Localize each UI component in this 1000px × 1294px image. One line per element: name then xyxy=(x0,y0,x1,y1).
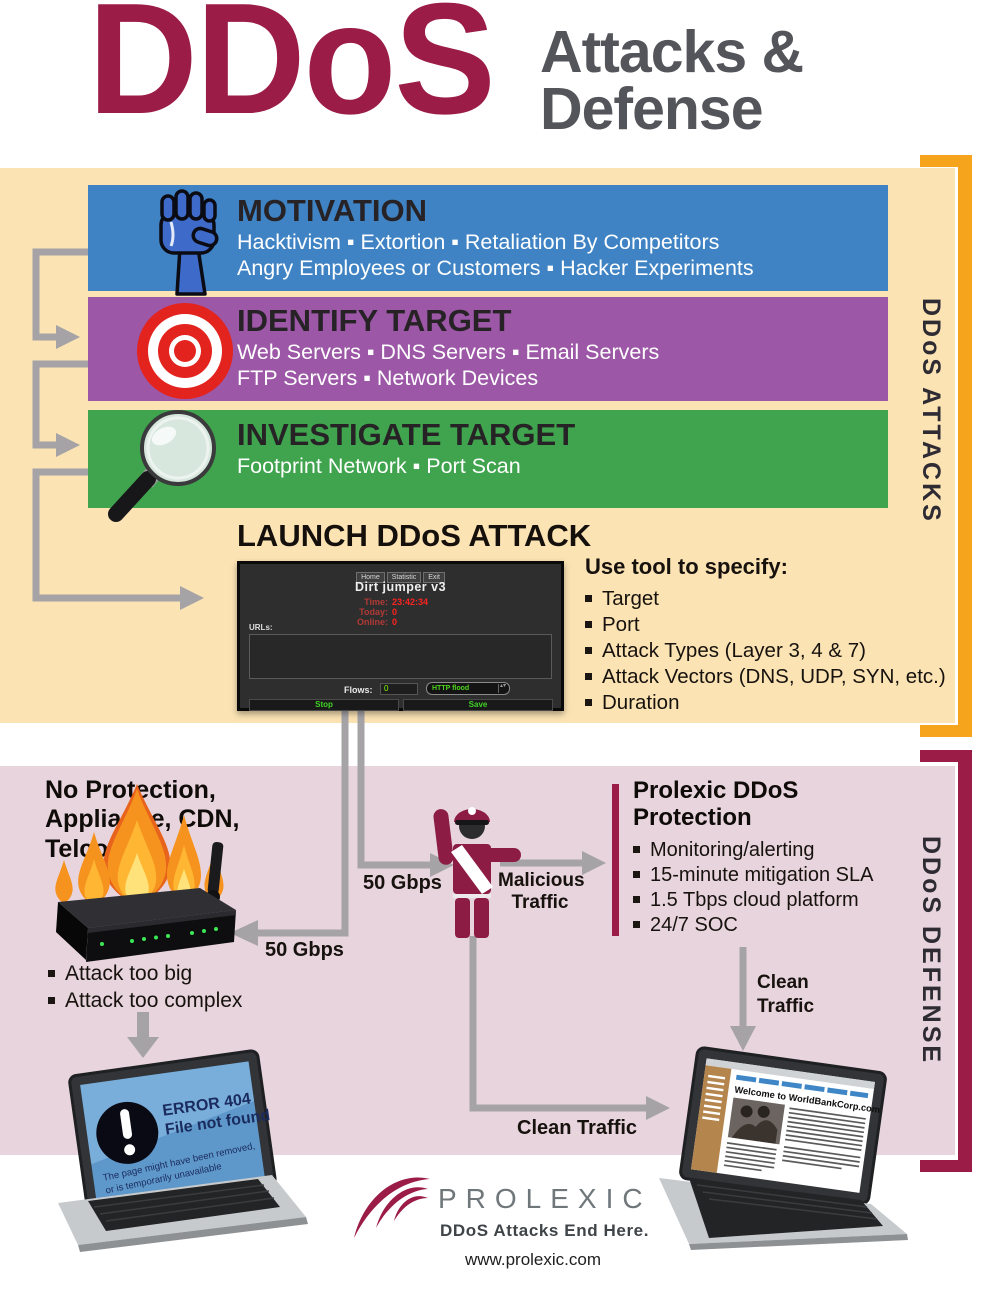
bullet-square-icon xyxy=(633,921,640,928)
urls-textarea[interactable] xyxy=(249,634,552,679)
clean-traffic-bottom-label: Clean Traffic xyxy=(517,1117,638,1139)
banner-motivation: MOTIVATION Hacktivism ▪ Extortion ▪ Reta… xyxy=(88,185,888,291)
flows-input[interactable]: 0 xyxy=(380,683,418,695)
today-value: 0 xyxy=(392,607,398,617)
protection-item: 1.5 Tbps cloud platform xyxy=(633,888,873,913)
protection-item: 15-minute mitigation SLA xyxy=(633,863,873,888)
flows-label: Flows: xyxy=(344,685,373,695)
attack-too-item: Attack too complex xyxy=(48,987,242,1014)
specify-item: Attack Types (Layer 3, 4 & 7) xyxy=(585,638,946,664)
tool-menu-statistic[interactable]: Statistic xyxy=(386,572,422,583)
subtitle-line2: Defense xyxy=(540,76,764,143)
motivation-line1: Hacktivism ▪ Extortion ▪ Retaliation By … xyxy=(237,230,720,254)
online-value: 0 xyxy=(392,617,398,627)
stop-button[interactable]: Stop xyxy=(249,699,399,711)
bullet-square-icon xyxy=(633,896,640,903)
attacks-bracket-top-arm xyxy=(920,155,972,167)
defense-bracket-top-arm xyxy=(920,750,972,762)
identify-line2: FTP Servers ▪ Network Devices xyxy=(237,366,539,390)
online-label: Online: xyxy=(357,617,388,627)
attacks-bracket xyxy=(958,155,972,737)
time-label: Time: xyxy=(364,597,388,607)
tool-stats: Time: 23:42:34 Today: 0 Online: 0 xyxy=(336,597,428,627)
launch-title: LAUNCH DDoS ATTACK xyxy=(237,518,592,553)
protection-title: Prolexic DDoS Protection xyxy=(633,777,799,831)
target-icon xyxy=(137,303,233,399)
traffic-cop-icon xyxy=(433,807,521,938)
time-value: 23:42:34 xyxy=(392,597,429,607)
save-button[interactable]: Save xyxy=(403,699,553,711)
bullet-square-icon xyxy=(585,673,592,680)
prolexic-tagline: DDoS Attacks End Here. xyxy=(440,1221,650,1240)
tool-app-title: Dirt jumper v3 xyxy=(354,580,447,594)
protected-laptop: Welcome to WorldBankCorp.com xyxy=(659,1046,908,1250)
gbps-victim-label: 50 Gbps xyxy=(265,939,344,961)
bullet-square-icon xyxy=(633,846,640,853)
prolexic-logo-icon xyxy=(354,1177,430,1238)
motivation-line2: Angry Employees or Customers ▪ Hacker Ex… xyxy=(237,256,754,280)
victim-laptop: ERROR 404 File not found The page might … xyxy=(58,1049,308,1252)
subtitle-line1: Attacks & xyxy=(540,19,804,85)
bullet-square-icon xyxy=(48,970,55,977)
specify-item: Target xyxy=(585,586,946,612)
defense-bracket-bottom-arm xyxy=(920,1160,972,1172)
prolexic-url[interactable]: www.prolexic.com xyxy=(464,1250,602,1269)
prolexic-brand: PROLEXIC xyxy=(438,1183,652,1214)
protection-item: 24/7 SOC xyxy=(633,913,873,938)
fire-icon xyxy=(55,784,224,907)
main-subtitle: Attacks & Defense xyxy=(540,19,804,143)
bullet-square-icon xyxy=(585,621,592,628)
urls-label: URLs: xyxy=(249,623,273,632)
clean-traffic-right-label: Clean Traffic xyxy=(757,972,815,1017)
magnifier-icon xyxy=(108,410,216,522)
tool-menu-exit[interactable]: Exit xyxy=(423,572,445,583)
specify-item: Duration xyxy=(585,690,946,716)
banner-investigate-target: INVESTIGATE TARGET Footprint Network ▪ P… xyxy=(88,410,888,508)
bullet-square-icon xyxy=(585,699,592,706)
side-label-defense: DDoS DEFENSE xyxy=(917,836,945,1066)
attack-too-list: Attack too big Attack too complex xyxy=(48,960,242,1014)
specify-list: Target Port Attack Types (Layer 3, 4 & 7… xyxy=(585,586,946,716)
dropdown-spinner-icon[interactable]: ▴▾ xyxy=(498,683,507,693)
investigate-title: INVESTIGATE TARGET xyxy=(237,417,576,452)
bullet-square-icon xyxy=(585,595,592,602)
attack-too-item: Attack too big xyxy=(48,960,242,987)
tool-menu-home[interactable]: Home xyxy=(356,572,385,583)
bullet-square-icon xyxy=(48,997,55,1004)
gbps-prolexic-label: 50 Gbps xyxy=(363,872,442,894)
specify-item: Port xyxy=(585,612,946,638)
side-label-attacks: DDoS ATTACKS xyxy=(917,298,945,524)
today-label: Today: xyxy=(359,607,388,617)
main-title: DDoS xyxy=(88,0,496,148)
motivation-title-text: MOTIVATION xyxy=(237,193,427,228)
protection-list: Monitoring/alerting 15-minute mitigation… xyxy=(633,838,873,938)
bullet-square-icon xyxy=(585,647,592,654)
router-icon xyxy=(56,842,236,962)
investigate-line1: Footprint Network ▪ Port Scan xyxy=(237,454,521,478)
attacks-bracket-bottom-arm xyxy=(920,725,972,737)
bullet-square-icon xyxy=(633,871,640,878)
fist-icon xyxy=(159,189,219,296)
specify-title: Use tool to specify: xyxy=(585,554,788,579)
malicious-traffic-label: Malicious Traffic xyxy=(498,870,585,914)
defense-bracket xyxy=(958,750,972,1172)
protection-item: Monitoring/alerting xyxy=(633,838,873,863)
attack-type-dropdown[interactable]: HTTP flood ▴▾ xyxy=(426,682,510,695)
attack-type-value: HTTP flood xyxy=(432,685,470,692)
specify-item: Attack Vectors (DNS, UDP, SYN, etc.) xyxy=(585,664,946,690)
identify-title: IDENTIFY TARGET xyxy=(237,303,512,338)
identify-line1: Web Servers ▪ DNS Servers ▪ Email Server… xyxy=(237,340,660,364)
protection-accent-bar xyxy=(612,784,619,936)
